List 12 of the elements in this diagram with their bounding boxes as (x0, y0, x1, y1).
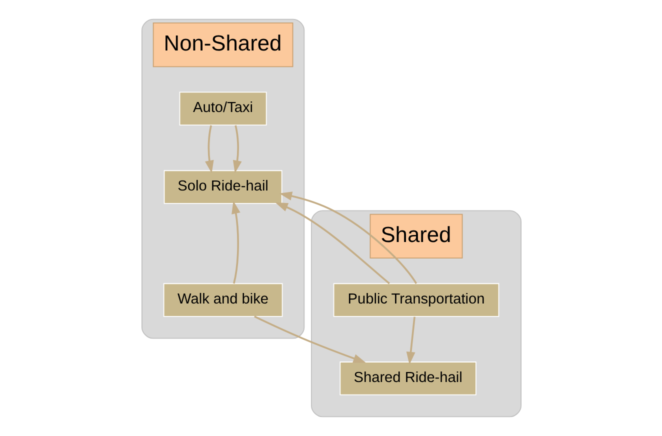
arrow (278, 192, 417, 284)
arrow (231, 200, 240, 284)
arrow (204, 125, 214, 174)
node-box: Public Transportation (332, 283, 499, 317)
node-box: Auto/Taxi (178, 92, 266, 126)
arrow (232, 125, 242, 174)
arrow (254, 316, 366, 363)
node-box: Solo Ride-hail (163, 170, 282, 204)
arrow (406, 316, 415, 365)
arrow (274, 202, 390, 284)
node-box: Walk and bike (162, 283, 282, 317)
node-box: Shared Ride-hail (339, 362, 476, 396)
